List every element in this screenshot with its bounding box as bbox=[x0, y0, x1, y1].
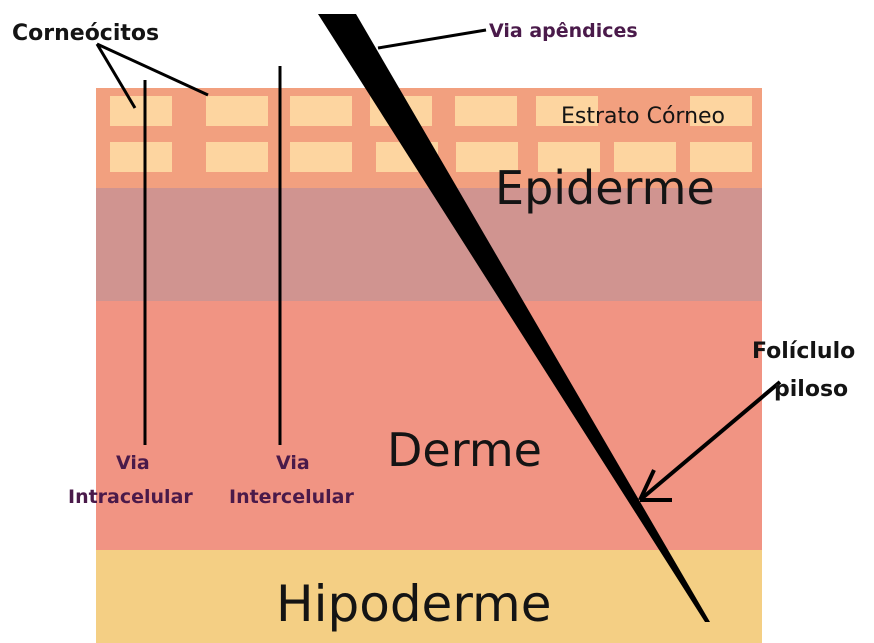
via-intracelular-label-line1: Via bbox=[116, 452, 150, 474]
epiderme-label: Epiderme bbox=[495, 161, 715, 215]
via-intracelular-label-line2: Intracelular bbox=[68, 486, 193, 508]
corneocyte-cell bbox=[455, 96, 517, 126]
estrato-corneo-label: Estrato Córneo bbox=[561, 104, 725, 129]
derme-label: Derme bbox=[387, 423, 542, 477]
foliculo-label-line1: Folíclulo bbox=[752, 339, 855, 364]
corneocyte-cell bbox=[206, 96, 268, 126]
appendage-pointer-line bbox=[378, 30, 486, 48]
corneocyte-cell bbox=[110, 96, 172, 126]
foliculo-label-line2: piloso bbox=[774, 377, 848, 402]
corneocyte-cell bbox=[110, 142, 172, 172]
corneocyte-cell bbox=[290, 96, 352, 126]
corneocyte-cell bbox=[290, 142, 352, 172]
corneocytes-label: Corneócitos bbox=[12, 21, 159, 46]
hipoderme-label: Hipoderme bbox=[276, 575, 551, 633]
via-intercelular-label-line1: Via bbox=[276, 452, 310, 474]
via-intercelular-label-line2: Intercelular bbox=[229, 486, 354, 508]
via-apendices-label: Via apêndices bbox=[489, 20, 638, 42]
corneocyte-cell bbox=[206, 142, 268, 172]
